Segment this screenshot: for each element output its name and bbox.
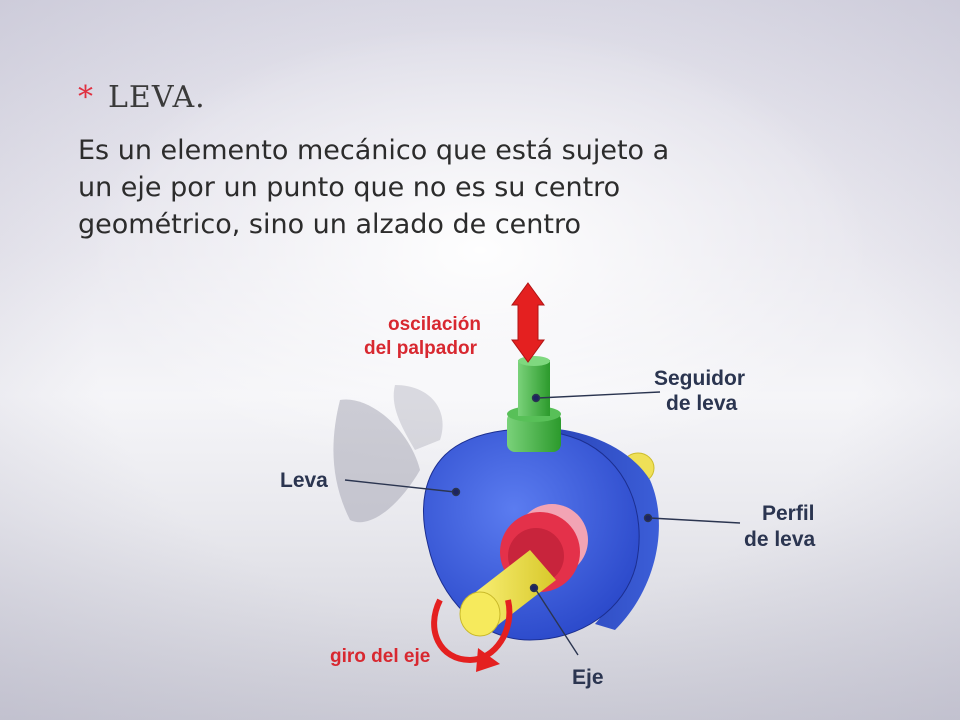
label-oscilacion-1: oscilación bbox=[388, 314, 481, 335]
follower-shadow bbox=[393, 385, 443, 450]
follower-stem bbox=[518, 360, 550, 416]
follower-stem-top bbox=[518, 356, 550, 366]
label-giro: giro del eje bbox=[330, 646, 430, 667]
title-bullet: * bbox=[78, 80, 94, 115]
oscillation-arrow bbox=[511, 282, 545, 363]
rotation-arrow bbox=[431, 598, 513, 664]
cam-shadow bbox=[333, 399, 420, 523]
label-perfil-2: de leva bbox=[744, 528, 816, 551]
follower-dot bbox=[531, 393, 541, 403]
leader-lines bbox=[344, 391, 741, 656]
label-oscilacion-2: del palpador bbox=[364, 338, 478, 359]
label-perfil-1: Perfil bbox=[762, 502, 815, 525]
profile-dot bbox=[643, 513, 653, 523]
label-seguidor-1: Seguidor bbox=[654, 367, 745, 390]
shaft-dot bbox=[529, 583, 539, 593]
rotation-arrow-head bbox=[476, 648, 500, 672]
label-leva: Leva bbox=[280, 469, 328, 492]
follower-base bbox=[507, 412, 561, 452]
body-line-2: un eje por un punto que no es su centro bbox=[78, 172, 621, 203]
body-line-3: geométrico, sino un alzado de centro bbox=[78, 209, 582, 240]
label-eje: Eje bbox=[572, 666, 604, 689]
body-line-1: Es un elemento mecánico que está sujeto … bbox=[78, 135, 670, 166]
label-seguidor-2: de leva bbox=[666, 392, 738, 415]
slide-title: * LEVA. bbox=[78, 80, 206, 115]
shaft-end bbox=[459, 591, 501, 637]
cam-dot bbox=[451, 487, 461, 497]
slide-body-text: Es un elemento mecánico que está sujeto … bbox=[78, 132, 778, 243]
title-text: LEVA. bbox=[108, 80, 206, 115]
